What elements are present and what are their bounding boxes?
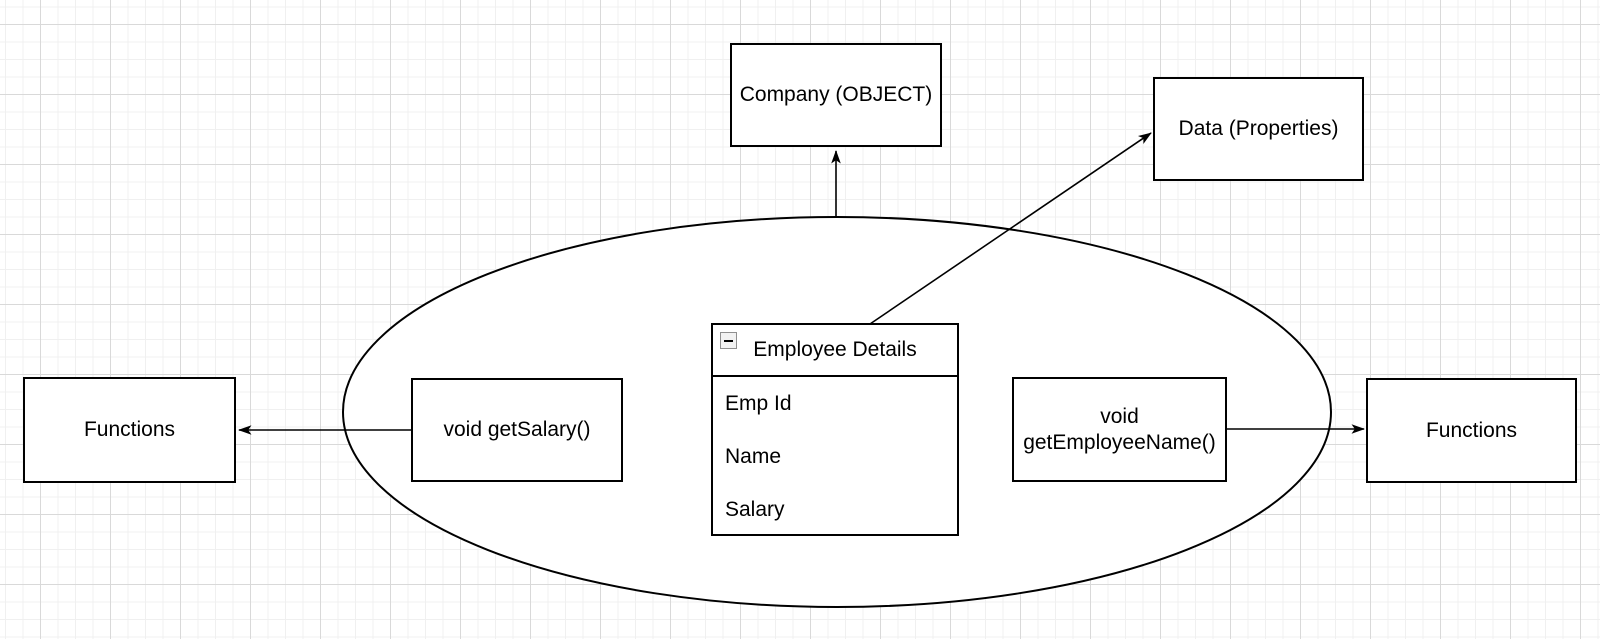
table-row-salary-label: Salary [725,497,785,521]
node-functions-right[interactable]: Functions [1366,378,1577,483]
node-employee-details-table[interactable]: Employee Details Emp Id Name Salary [711,323,959,536]
node-get-salary-label: void getSalary() [443,418,591,442]
minus-icon [724,339,733,342]
node-company-object-label: Company (OBJECT) [739,83,933,107]
collapse-button[interactable] [720,332,737,349]
table-row-salary[interactable]: Salary [713,483,957,536]
node-functions-left-label: Functions [83,418,176,442]
employee-details-header: Employee Details [713,325,957,377]
node-get-salary[interactable]: void getSalary() [411,378,623,482]
node-get-employee-name-label: void getEmployeeName() [1023,405,1216,454]
node-data-properties[interactable]: Data (Properties) [1153,77,1364,181]
node-data-properties-label: Data (Properties) [1178,117,1339,141]
table-row-emp-id[interactable]: Emp Id [713,377,957,430]
node-get-employee-name[interactable]: void getEmployeeName() [1012,377,1227,482]
table-row-name-label: Name [725,444,782,468]
table-row-name[interactable]: Name [713,430,957,483]
node-functions-right-label: Functions [1425,418,1518,442]
edge-table-to-data-properties[interactable] [869,132,1152,325]
table-row-emp-id-label: Emp Id [725,391,792,415]
employee-details-title: Employee Details [753,338,917,361]
node-functions-left[interactable]: Functions [23,377,236,483]
node-company-object[interactable]: Company (OBJECT) [730,43,942,147]
